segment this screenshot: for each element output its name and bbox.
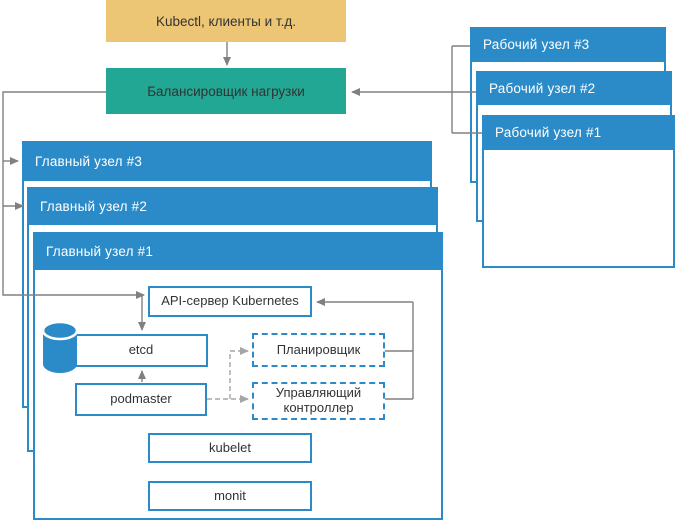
monit-label: monit: [214, 487, 246, 503]
worker-node-3-label: Рабочий узел #3: [483, 37, 590, 52]
api-server-box: API-сервер Kubernetes: [148, 286, 312, 317]
kubelet-box: kubelet: [148, 433, 312, 463]
kubelet-label: kubelet: [209, 439, 251, 455]
master-node-2-label: Главный узел #2: [40, 198, 148, 214]
master-node-3-header: Главный узел #3: [22, 141, 432, 181]
worker-node-2-header: Рабочий узел #2: [476, 71, 672, 105]
master-node-1: Главный узел #1: [33, 232, 443, 520]
worker-node-2-label: Рабочий узел #2: [489, 80, 596, 96]
clients-label: Kubectl, клиенты и т.д.: [156, 13, 296, 29]
load-balancer-label: Балансировщик нагрузки: [147, 83, 305, 99]
worker-node-1: Рабочий узел #1: [482, 115, 675, 268]
podmaster-label: podmaster: [110, 391, 172, 407]
api-server-label: API-сервер Kubernetes: [161, 293, 299, 309]
database-cylinder-icon: [42, 321, 78, 373]
etcd-box: etcd: [74, 334, 208, 367]
clients-box: Kubectl, клиенты и т.д.: [106, 0, 346, 42]
worker-node-1-label: Рабочий узел #1: [495, 125, 602, 140]
master-node-1-label: Главный узел #1: [46, 243, 154, 259]
controller-manager-label: Управляющий контроллер: [275, 385, 362, 415]
etcd-label: etcd: [128, 342, 154, 358]
monit-box: monit: [148, 481, 312, 511]
master-node-3-label: Главный узел #3: [35, 153, 143, 169]
master-node-2-header: Главный узел #2: [27, 187, 438, 225]
master-node-1-header: Главный узел #1: [33, 232, 443, 270]
load-balancer-box: Балансировщик нагрузки: [106, 68, 346, 114]
podmaster-box: podmaster: [75, 383, 207, 416]
scheduler-label: Планировщик: [276, 341, 361, 357]
scheduler-box: Планировщик: [252, 333, 385, 367]
controller-manager-box: Управляющий контроллер: [252, 382, 385, 420]
worker-node-1-header: Рабочий узел #1: [482, 115, 675, 150]
worker-node-3-header: Рабочий узел #3: [470, 27, 666, 62]
